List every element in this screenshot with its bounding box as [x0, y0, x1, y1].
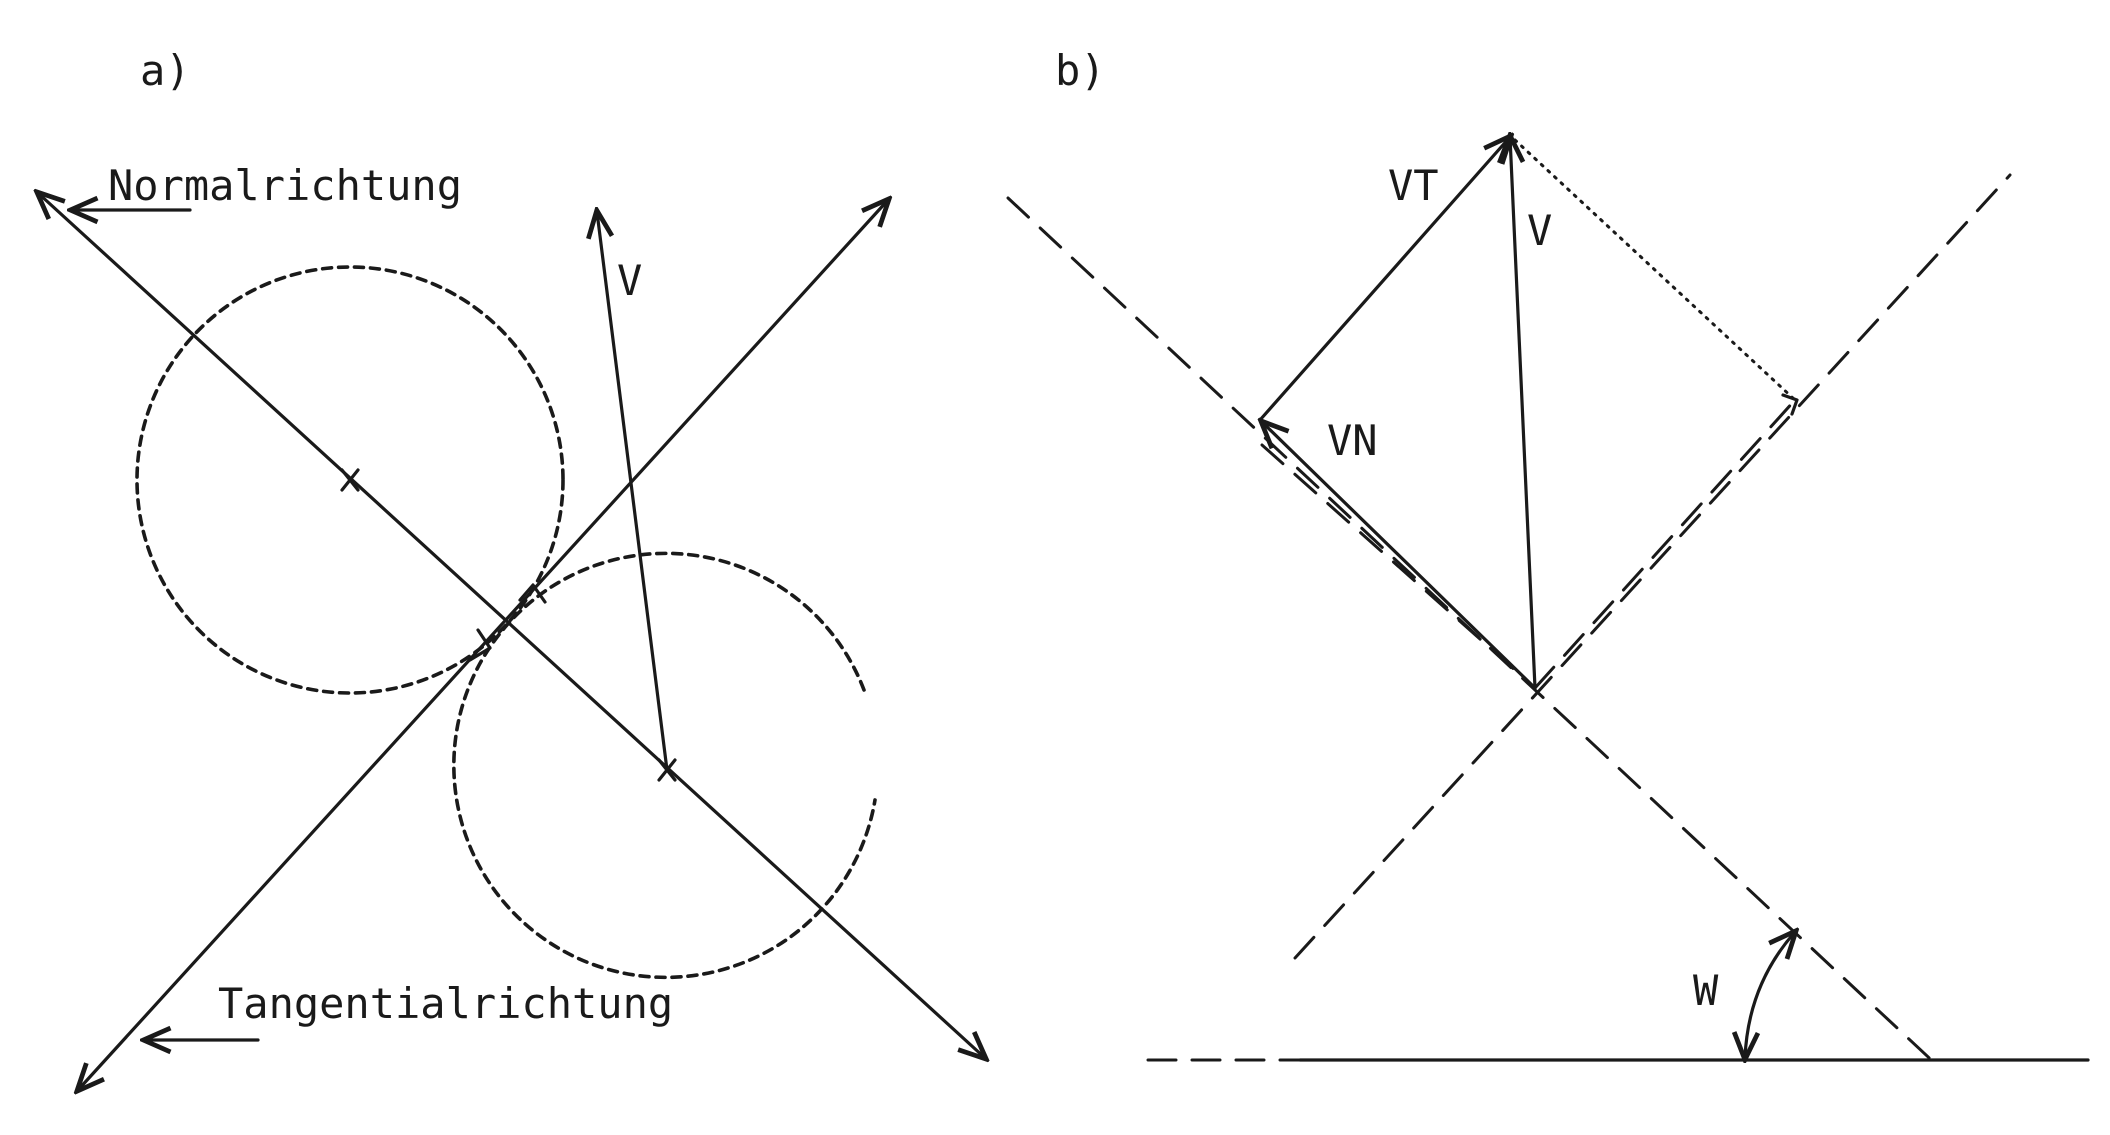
panel-b: b) W VT V VN [1006, 46, 2090, 1070]
panel-b-label: b) [1055, 46, 1106, 95]
upper-dashed-circle [135, 265, 565, 695]
normal-component-label: VN [1327, 416, 1378, 465]
normal-direction-axis [38, 193, 985, 1058]
velocity-vector-b [1510, 137, 1537, 690]
circle-direction-arrowhead [468, 628, 492, 662]
dotted-projection-line [1513, 138, 1797, 402]
tangential-direction-dashed-line [1293, 173, 2012, 960]
normal-direction-label: Normalrichtung [108, 161, 462, 210]
tangential-component-vector [1258, 137, 1510, 422]
normal-offset-dashed-line [1260, 443, 1537, 690]
tangential-direction-label: Tangentialrichtung [218, 979, 673, 1028]
velocity-vector-a [597, 212, 669, 772]
projection-endpoint-mark [1781, 393, 1799, 416]
angle-label: W [1693, 966, 1719, 1015]
tangential-direction-axis [78, 200, 888, 1090]
panel-a-label: a) [140, 46, 191, 95]
tangential-component-label: VT [1388, 161, 1439, 210]
velocity-label-b: V [1527, 206, 1552, 255]
circle-direction-arrowhead [518, 583, 547, 604]
velocity-label-a: V [617, 256, 642, 305]
lower-dashed-arc [452, 551, 877, 980]
angle-arc [1745, 932, 1795, 1058]
panel-a: a) V Normalrichtung Tangentialrichtung [38, 46, 985, 1090]
tangential-projection-dashed-line [1533, 398, 1797, 690]
normal-component-vector [1262, 422, 1537, 690]
upper-circle-center-mark [340, 468, 360, 492]
